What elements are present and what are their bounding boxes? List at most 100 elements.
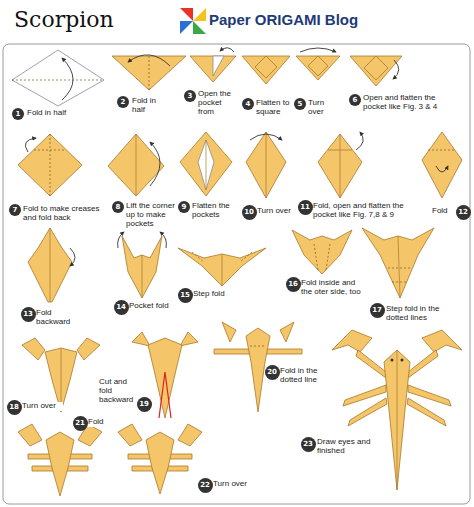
callout-number: 15: [180, 288, 190, 303]
step-10-figure-part: [266, 132, 267, 198]
step-16-figure-part: [314, 244, 318, 270]
instruction-text: Step fold in the dotted lines: [385, 305, 463, 323]
step-6-figure-part: [393, 60, 399, 79]
step-19-figure-part: [159, 372, 171, 418]
instruction-text: Turn over: [307, 99, 341, 117]
step-7-figure-part: [50, 134, 51, 196]
instruction-text: Turn over: [256, 207, 292, 216]
step-17-figure-part: [398, 236, 400, 298]
callout-number: 11: [300, 200, 310, 215]
step-23-figure-part: [407, 398, 446, 426]
step-16-figure: [292, 230, 352, 274]
step-12-figure-part: [428, 150, 456, 151]
step-1-figure-part: [62, 58, 73, 100]
step-11-figure-part: [328, 150, 352, 151]
step-12-figure: [422, 132, 462, 198]
instruction-text: Draw eyes and finished: [316, 438, 378, 456]
callout-number: 8: [116, 201, 121, 213]
step-number-circle: 10: [242, 205, 257, 220]
step-6-figure-part: [350, 56, 402, 86]
step-19-figure-part: [148, 338, 182, 418]
callout-number: 22: [200, 478, 210, 493]
logo-pinwheel-part: [193, 8, 206, 21]
step-20-figure-part: [222, 322, 236, 342]
step-number-circle: 18: [7, 400, 22, 415]
callout-number: 14: [116, 300, 126, 315]
logo-pinwheel-part: [180, 8, 193, 21]
logo-pinwheel-part: [193, 21, 206, 34]
step-3-figure: [190, 48, 236, 82]
step-12-figure-part: [422, 132, 462, 198]
step-number-circle: 3: [184, 90, 196, 102]
step-16-figure-part: [326, 244, 330, 270]
logo-pinwheel-part: [180, 21, 193, 34]
callout-number: 21: [75, 416, 85, 431]
step-number-circle: 12: [456, 205, 471, 220]
step-14-figure-part: [160, 232, 166, 248]
step-21-figure-part: [18, 424, 42, 446]
instruction-text: Open and flatten the pocket like Fig. 3 …: [362, 94, 460, 112]
step-number-circle: 20: [265, 365, 280, 380]
instruction-text: Open the pocket from: [197, 90, 239, 116]
step-15-figure-part: [178, 248, 266, 286]
step-23-figure-part: [401, 359, 404, 362]
step-number-circle: 5: [294, 98, 306, 110]
step-3-figure-part: [213, 56, 224, 76]
step-11-figure-part: [356, 132, 363, 150]
callout-number: 17: [372, 303, 382, 318]
title: Scorpion: [14, 7, 114, 32]
step-18-figure: [22, 338, 100, 412]
step-11-figure-part: [318, 134, 362, 198]
step-number-circle: 1: [12, 108, 24, 120]
step-5-figure-part: [308, 56, 328, 76]
step-7-figure-part: [18, 134, 82, 196]
brand-name: Paper ORIGAMI Blog: [208, 12, 359, 29]
step-23-figure-part: [356, 350, 386, 378]
step-22-figure-part: [118, 424, 142, 446]
step-21-figure-part: [46, 432, 74, 496]
instruction-text: Fold in the dotted line: [279, 367, 323, 385]
step-number-circle: 15: [178, 288, 193, 303]
instruction-text: Fold in half: [131, 97, 171, 115]
step-19-figure: [132, 332, 198, 418]
step-14-figure: [118, 232, 167, 298]
instruction-text: Fold: [87, 418, 113, 427]
instruction-text: Fold: [431, 207, 459, 216]
callout-number: 18: [9, 400, 19, 415]
instruction-text: Flatten to square: [255, 99, 293, 117]
step-number-circle: 2: [117, 96, 129, 108]
step-13-figure-part: [50, 228, 51, 302]
step-number-circle: 9: [178, 201, 190, 213]
instruction-text: Turn over: [212, 480, 254, 489]
instruction-text: Step fold: [192, 290, 244, 299]
step-13-figure: [28, 228, 75, 302]
callout-number: 9: [182, 201, 187, 213]
step-number-circle: 6: [349, 94, 361, 106]
step-number-circle: 13: [21, 307, 36, 322]
instruction-text: Cut and fold backward: [98, 378, 140, 404]
step-23-figure-part: [348, 398, 387, 426]
step-number-circle: 22: [198, 478, 213, 493]
step-5-figure-part: [296, 56, 340, 80]
step-22-figure: [118, 424, 202, 494]
step-23-figure-part: [391, 359, 394, 362]
step-2-figure-part: [128, 55, 170, 66]
step-14-figure-part: [122, 236, 162, 298]
step-23-figure: [332, 330, 462, 490]
step-22-figure-part: [146, 432, 174, 494]
step-18-figure-part: [77, 338, 100, 360]
step-22-figure-part: [178, 424, 202, 446]
step-number-circle: 19: [137, 397, 152, 412]
step-17-figure-part: [388, 268, 410, 269]
step-12-figure-part: [436, 166, 448, 172]
step-number-circle: 11: [298, 200, 313, 215]
step-19-figure-part: [180, 332, 198, 346]
step-number-circle: 4: [242, 98, 254, 110]
step-9-figure: [180, 132, 232, 196]
step-17-figure: [362, 228, 434, 298]
step-5-figure-part: [300, 48, 336, 52]
callout-number: 20: [267, 365, 277, 380]
step-18-figure-part: [22, 338, 45, 360]
